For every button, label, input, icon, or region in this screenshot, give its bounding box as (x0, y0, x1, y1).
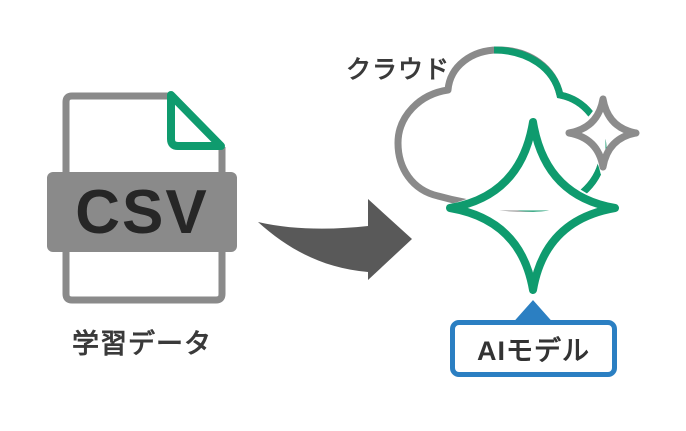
csv-badge: CSV (47, 172, 237, 252)
sparkle-small-icon (556, 90, 640, 176)
ai-model-label: AIモデル (477, 336, 590, 366)
folded-corner-icon (167, 91, 225, 150)
cloud-caption: クラウド (346, 56, 451, 84)
arrow-right-icon (258, 199, 412, 280)
csv-file-icon (62, 91, 226, 304)
sparkle-large-icon (439, 109, 626, 294)
ai-model-box: AIモデル (450, 320, 617, 377)
csv-badge-label: CSV (75, 177, 209, 247)
training-data-caption: 学習データ (72, 329, 212, 359)
